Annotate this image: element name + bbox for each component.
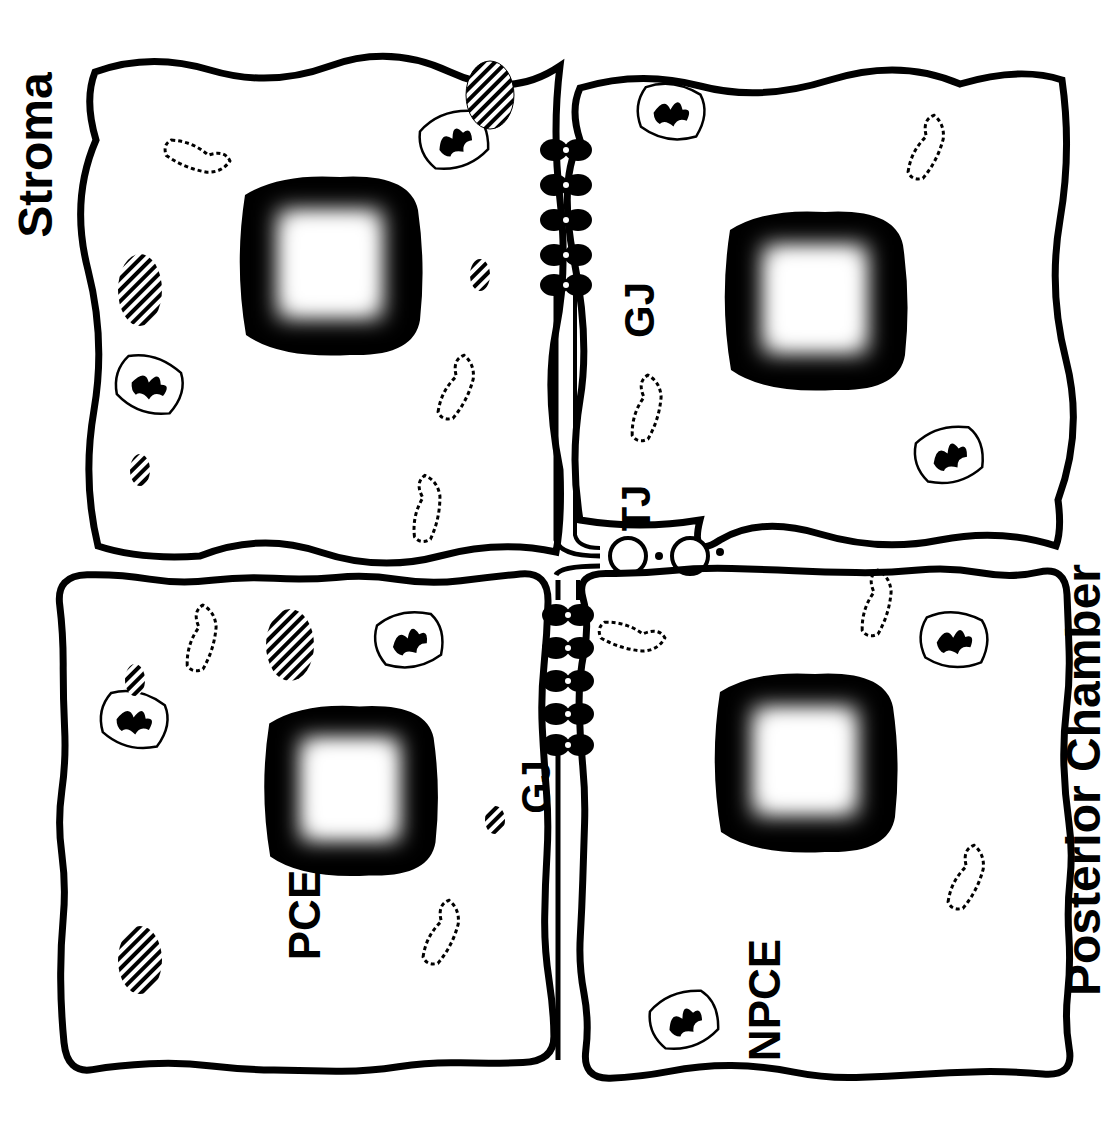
- region-label: GJ: [619, 282, 661, 338]
- cell-membrane: [50, 565, 560, 1080]
- cell-membrane: [570, 560, 1080, 1085]
- cell-outline: PCE: [50, 565, 560, 1080]
- region-label: TJ: [616, 485, 656, 532]
- cell-outline: NPCE: [570, 560, 1080, 1085]
- cell-membrane-path: [579, 568, 1071, 1078]
- region-label: GJ: [516, 760, 556, 813]
- cell-membrane-path: [59, 574, 554, 1072]
- cell-label: NPCE: [743, 939, 787, 1061]
- cell-label: PCE: [283, 870, 327, 960]
- region-label: Stroma: [12, 72, 60, 237]
- region-label: Posterior Chamber: [1060, 564, 1108, 996]
